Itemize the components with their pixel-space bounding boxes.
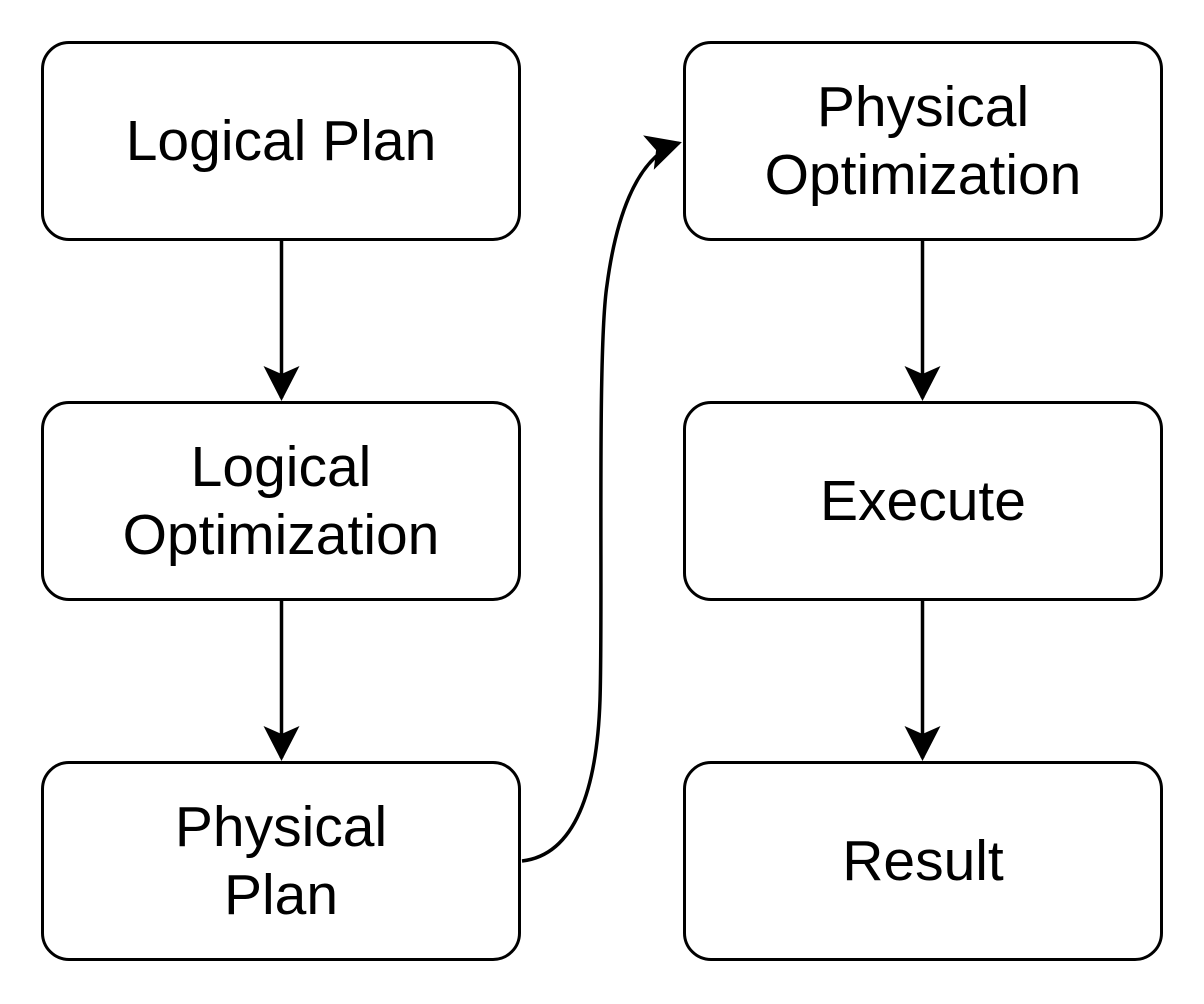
node-result-label: Result bbox=[842, 828, 1004, 893]
node-physical-plan-label: Physical Plan bbox=[174, 794, 388, 927]
node-logical-plan-label: Logical Plan bbox=[125, 108, 437, 173]
node-logical-plan: Logical Plan bbox=[41, 41, 521, 241]
node-execute-label: Execute bbox=[820, 468, 1026, 533]
node-logical-optimization-label: Logical Optimization bbox=[122, 434, 440, 567]
node-execute: Execute bbox=[683, 401, 1163, 601]
node-logical-optimization: Logical Optimization bbox=[41, 401, 521, 601]
edge-physical-plan-to-physical-optimization bbox=[521, 135, 682, 863]
node-physical-optimization-label: Physical Optimization bbox=[764, 74, 1082, 207]
node-physical-optimization: Physical Optimization bbox=[683, 41, 1163, 241]
node-physical-plan: Physical Plan bbox=[41, 761, 521, 961]
node-result: Result bbox=[683, 761, 1163, 961]
